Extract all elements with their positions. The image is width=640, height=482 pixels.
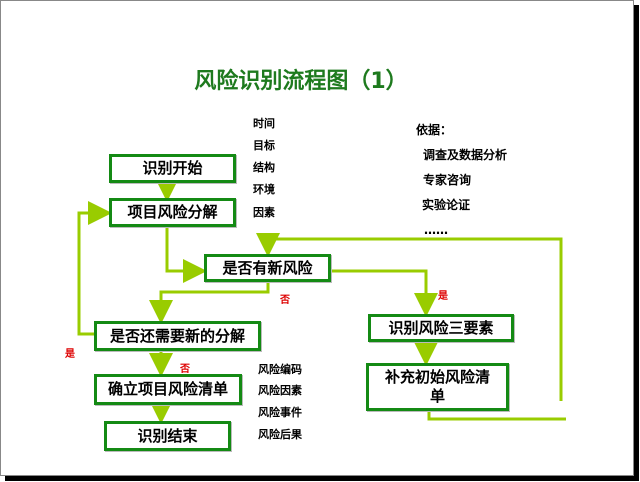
arrow-loop-back	[77, 201, 112, 336]
box-start: 识别开始	[109, 154, 236, 183]
label-no: 否	[180, 364, 190, 375]
arrow-newrisk-no	[149, 282, 270, 324]
basis-item: 实验论证	[422, 198, 471, 212]
factor-item: 结构	[253, 161, 275, 174]
list-item: 风险编码	[258, 363, 302, 376]
box-supplement: 补充初始风险清单	[366, 363, 509, 411]
label-no: 否	[280, 295, 290, 306]
basis-item: 调查及数据分析	[423, 148, 508, 162]
slide: 风险识别流程图（1） 识别开始 项目风险分解 是否有新风险 是否还需要新的分解 …	[0, 0, 634, 476]
box-end: 识别结束	[104, 421, 231, 451]
factor-item: 因素	[253, 206, 275, 219]
page-title: 风险识别流程图（1）	[194, 69, 408, 94]
label-yes: 是	[438, 291, 448, 302]
flow-connectors	[77, 178, 566, 424]
box-establish-list: 确立项目风险清单	[94, 374, 242, 405]
arrow-newrisk-yes	[331, 269, 438, 317]
arrow-decompose-to-newrisk	[165, 227, 207, 283]
list-item: 风险因素	[258, 384, 302, 397]
factor-item: 时间	[253, 117, 275, 130]
basis-item: ……	[424, 223, 448, 237]
label-yes: 是	[65, 349, 75, 360]
line-supplement-out	[427, 411, 566, 421]
basis-item: 专家咨询	[423, 173, 472, 187]
line-return	[256, 233, 563, 401]
box-decompose: 项目风险分解	[109, 198, 236, 227]
box-need-decompose: 是否还需要新的分解	[94, 321, 261, 351]
list-item: 风险后果	[258, 428, 302, 441]
factor-item: 环境	[253, 183, 275, 196]
box-new-risk: 是否有新风险	[204, 254, 331, 282]
basis-heading: 依据：	[416, 123, 453, 137]
box-three-elements: 识别风险三要素	[368, 314, 514, 342]
factor-item: 目标	[253, 139, 275, 152]
list-item: 风险事件	[258, 406, 302, 419]
